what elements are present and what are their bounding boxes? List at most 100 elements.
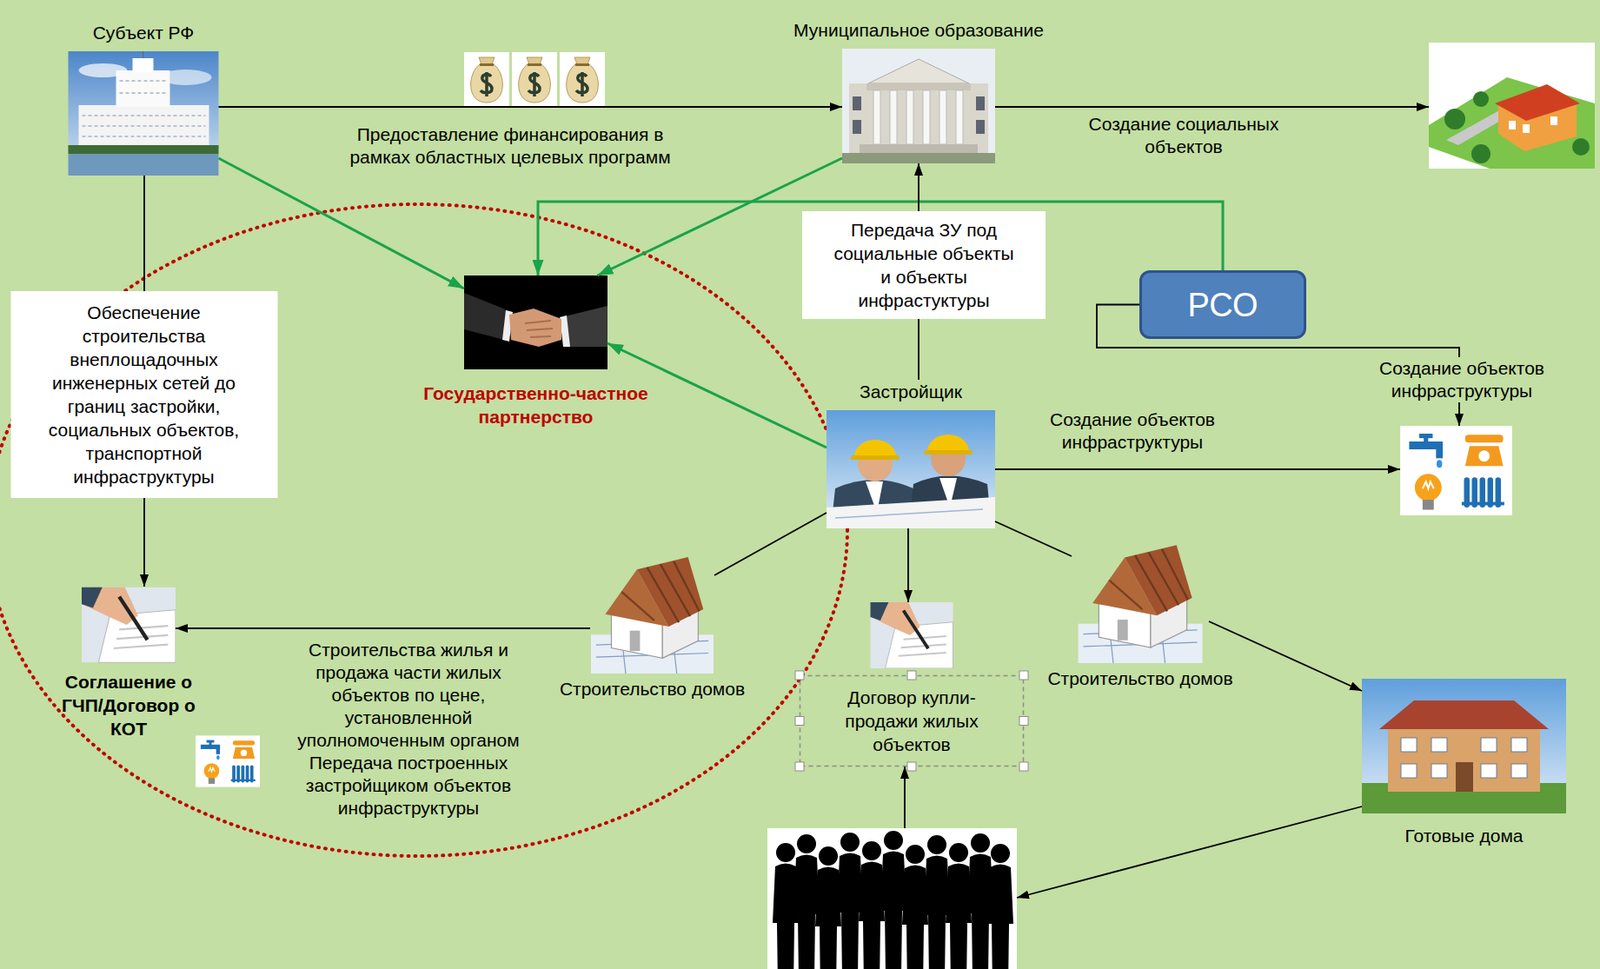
- selection-handle: [907, 670, 917, 680]
- municipal-building-part: [852, 119, 862, 134]
- organization-box: РСО: [1139, 270, 1307, 339]
- people-silhouettes-area: [767, 828, 1017, 969]
- flow-arrow: [219, 106, 843, 108]
- selection-handle: [1019, 717, 1029, 726]
- flow-arrow: [143, 175, 146, 292]
- municipal-building-part: [906, 90, 914, 145]
- handshake-picture-part: [464, 275, 608, 370]
- house-frame-picture-area: [590, 551, 715, 674]
- municipal-building-part: [956, 90, 963, 145]
- ready-house-picture-area: [1361, 678, 1567, 814]
- government-building-part: [68, 153, 220, 176]
- ready-house-picture: [1361, 678, 1567, 814]
- developers-photo-part: [850, 455, 900, 460]
- agreement-picture-area: [81, 586, 176, 664]
- agreement-picture: Соглашение о ГЧП/Договор о КОТ: [50, 586, 207, 741]
- people-silhouettes-part: [880, 830, 907, 969]
- municipal-building-part: [859, 144, 978, 153]
- node-text: Готовые дома: [1404, 823, 1523, 848]
- ready-house-picture-part: [1480, 763, 1497, 778]
- partnership-handshake-area: [464, 275, 608, 370]
- municipal-building-part: [922, 90, 930, 145]
- node-text: Государственно-частное партнерство: [405, 381, 667, 429]
- selection-handle: [907, 762, 917, 771]
- note-box: Передача ЗУ под социальные объекты и объ…: [802, 211, 1046, 319]
- developers-photo: [826, 410, 996, 529]
- ready-house-picture-part: [1379, 700, 1549, 730]
- people-silhouettes-part: [793, 834, 820, 969]
- government-building-part: [132, 58, 154, 73]
- government-building-part: [116, 70, 171, 107]
- developers-photo-part: [835, 509, 983, 518]
- municipal-building-part: [849, 83, 989, 153]
- edge-label: Создание социальных объектов: [1079, 112, 1288, 159]
- municipal-building-part: [873, 90, 881, 145]
- social-objects-picture-area: [1428, 42, 1595, 169]
- signing-picture: [870, 602, 954, 669]
- developers-photo-part: [923, 450, 973, 455]
- flow-arrow: [995, 106, 1429, 108]
- social-objects-picture-part: [1508, 120, 1516, 130]
- partnership-handshake: Государственно-частное партнерство: [405, 275, 667, 429]
- social-objects-picture-part: [1522, 124, 1530, 133]
- social-objects-picture: [1428, 42, 1595, 169]
- partnership-outline: [0, 204, 848, 857]
- government-building-part: [142, 51, 144, 59]
- municipal-building-part: [868, 59, 970, 84]
- social-objects-picture-part: [1444, 108, 1466, 130]
- house-frame-picture: [1078, 544, 1203, 664]
- selection-handle: [795, 717, 804, 726]
- government-building-part: [68, 145, 220, 154]
- ready-house-picture-part: [1431, 763, 1448, 778]
- social-objects-picture-part: [1428, 42, 1595, 169]
- money-bags: [464, 52, 605, 107]
- ready-house-picture-part: [1387, 726, 1541, 792]
- house-frame-picture-area: [1071, 538, 1209, 664]
- ready-house-picture-part: [1400, 737, 1417, 752]
- handshake-picture-part: [464, 292, 512, 341]
- region-building-area: [68, 51, 220, 176]
- node-text: Договор купли-продажи жилых объектов: [824, 685, 999, 757]
- flow-arrow: [917, 318, 920, 380]
- flow-arrow: [175, 627, 591, 630]
- ready-house-picture-part: [1455, 762, 1474, 792]
- government-building-part: [119, 79, 167, 82]
- handshake-picture-part: [524, 320, 553, 338]
- government-building-part: [79, 105, 210, 149]
- flow-arrow: [903, 766, 906, 829]
- selection-handle: [795, 670, 804, 680]
- edge-label: Создание объектов инфраструктуры: [1361, 357, 1562, 403]
- municipal-building-part: [842, 152, 996, 164]
- ready-house-picture-part: [1480, 737, 1497, 752]
- government-building-part: [68, 51, 220, 176]
- flow-arrow: [907, 528, 910, 603]
- municipal-building-part: [975, 96, 985, 111]
- government-building-part: [82, 125, 206, 127]
- government-building: [68, 51, 220, 176]
- contract-picture: Договор купли-продажи жилых объектов: [799, 602, 1024, 767]
- developers-photo-part: [826, 410, 996, 529]
- selection-handle: [1019, 670, 1029, 680]
- ready-house-picture-part: [1511, 763, 1527, 778]
- ready-house-picture: Готовые дома: [1361, 678, 1567, 848]
- government-building-part: [82, 114, 206, 117]
- node-text: Передача ЗУ под социальные объекты и объ…: [827, 218, 1021, 313]
- money-bags-part: [464, 52, 510, 107]
- house-frame-picture: Строительство домов: [559, 551, 745, 701]
- selection-handle: [1019, 762, 1029, 771]
- house-frame-picture: Строительство домов: [1047, 538, 1233, 691]
- social-objects-picture-part: [1494, 84, 1581, 121]
- people-silhouettes-part: [923, 835, 950, 969]
- selection-handle: [795, 762, 804, 771]
- social-objects-picture-part: [1550, 116, 1558, 126]
- signing-picture: [81, 587, 176, 663]
- municipal-building-area: [842, 48, 996, 164]
- utilities-icon: [1400, 425, 1513, 516]
- edge-label: Предоставление финансирования в рамках о…: [349, 123, 671, 169]
- flow-arrow: [143, 497, 146, 587]
- money-bags-part: [511, 52, 558, 107]
- ready-house-picture-part: [1361, 678, 1567, 814]
- government-building-part: [119, 92, 167, 94]
